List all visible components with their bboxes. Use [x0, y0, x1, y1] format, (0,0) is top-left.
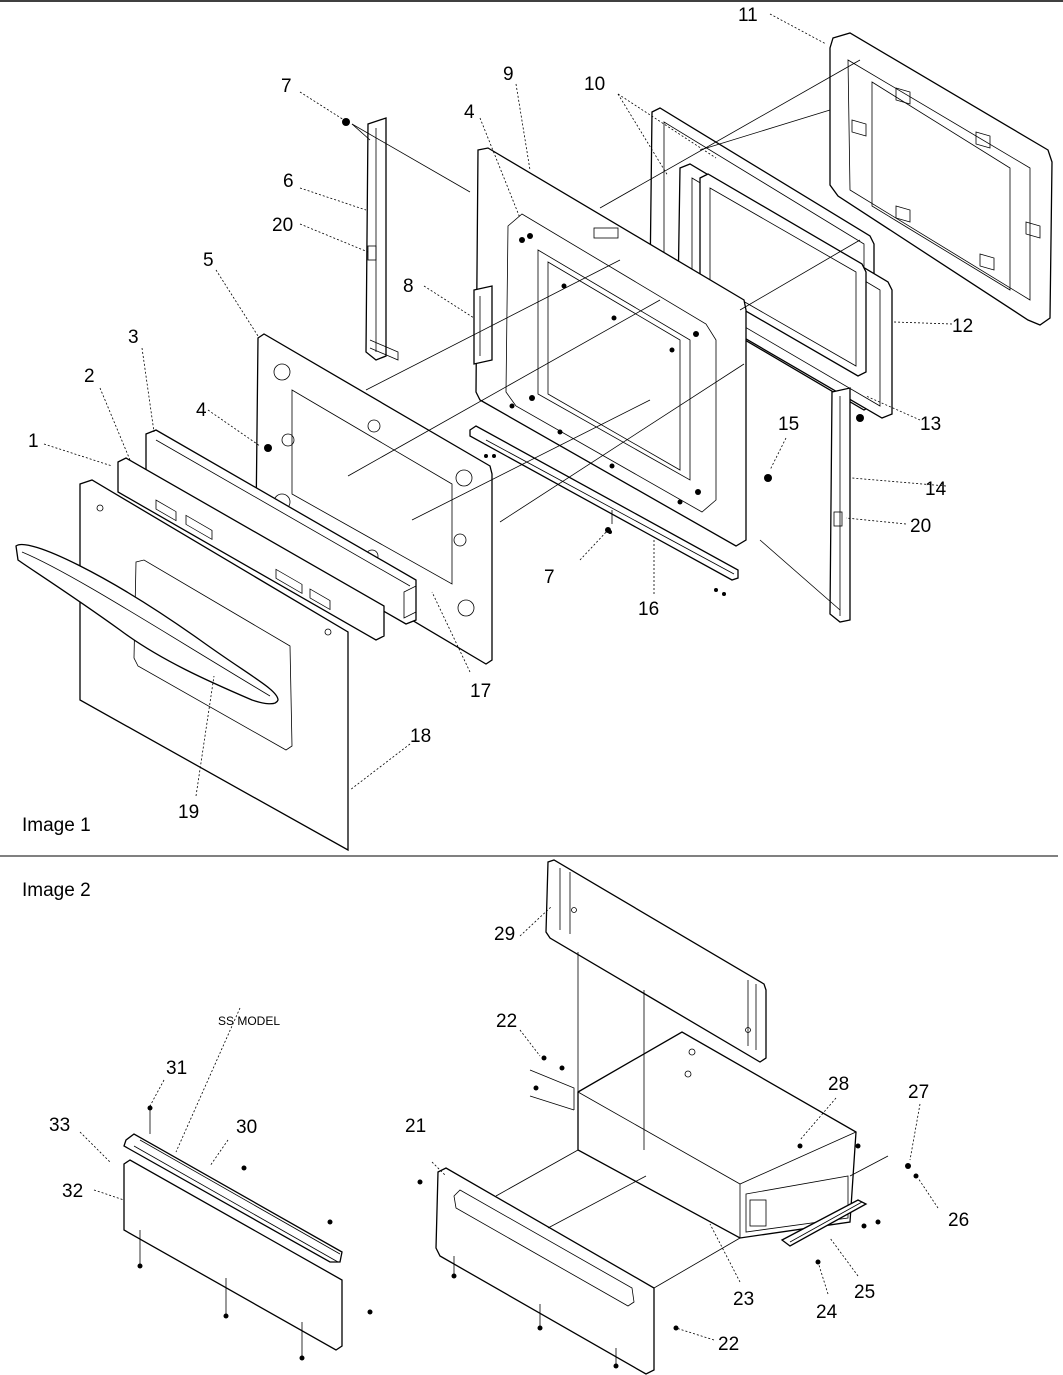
image2-title: Image 2 [22, 880, 91, 901]
callout-6: 6 [283, 171, 294, 192]
image2-leaders [79, 905, 939, 1341]
callout-31: 31 [166, 1058, 187, 1079]
image2-callouts: Image 2 SS MODEL 21 22 22 23 24 25 26 27… [22, 880, 969, 1355]
part-2-vent-trim [117, 457, 385, 641]
callout-9: 9 [503, 64, 514, 85]
part-29-back-panel [545, 859, 767, 1063]
callout-20a: 20 [272, 215, 293, 236]
part-14-right-channel [829, 387, 851, 623]
callout-24: 24 [816, 1302, 838, 1323]
callout-25: 25 [854, 1282, 875, 1303]
callout-30: 30 [236, 1117, 257, 1138]
callout-32: 32 [62, 1181, 83, 1202]
callout-15: 15 [778, 414, 799, 435]
part-23-drawer-box [577, 1031, 857, 1239]
callout-26: 26 [948, 1210, 969, 1231]
part-8-hinge [473, 285, 493, 365]
ss-model-label: SS MODEL [218, 1014, 280, 1028]
callout-8: 8 [403, 276, 414, 297]
callout-11: 11 [738, 5, 758, 26]
part-30-top-rail [123, 1133, 343, 1263]
callout-28: 28 [828, 1074, 849, 1095]
callout-4b: 4 [196, 400, 207, 421]
part-1-handle [15, 543, 279, 705]
image2-drawing [123, 859, 919, 1375]
part-9-inner-panel [475, 147, 747, 547]
callout-2: 2 [84, 366, 95, 387]
callout-12: 12 [952, 316, 973, 337]
callout-23: 23 [733, 1289, 754, 1310]
callout-10: 10 [584, 74, 605, 95]
part-32-ss-trim [123, 1159, 343, 1351]
part-6-left-channel [365, 117, 399, 361]
callout-13: 13 [920, 414, 941, 435]
callout-29: 29 [494, 924, 515, 945]
callout-3: 3 [128, 327, 139, 348]
callout-22b: 22 [718, 1334, 739, 1355]
image1-drawing [15, 32, 1053, 852]
part-25-slide [780, 1199, 868, 1247]
callout-19: 19 [178, 802, 199, 823]
callout-16: 16 [638, 599, 659, 620]
part-16-bottom-channel [469, 425, 739, 596]
callout-5: 5 [203, 250, 214, 271]
part-11-rear-frame [829, 32, 1053, 326]
callout-7b: 7 [544, 567, 555, 588]
callout-18: 18 [410, 726, 431, 747]
image1-title: Image 1 [22, 815, 91, 836]
callout-27: 27 [908, 1082, 929, 1103]
image1-leaders [43, 13, 953, 797]
callout-4a: 4 [464, 102, 475, 123]
image1-callouts: 1 2 3 4 4 5 6 7 7 8 9 10 11 12 13 14 15 … [22, 5, 973, 836]
callout-21: 21 [405, 1116, 426, 1137]
callout-7a: 7 [281, 76, 292, 97]
callout-20b: 20 [910, 516, 931, 537]
part-21-drawer-front [435, 1167, 655, 1375]
callout-17: 17 [470, 681, 491, 702]
callout-14: 14 [925, 479, 947, 500]
callout-22a: 22 [496, 1011, 517, 1032]
callout-33: 33 [49, 1115, 70, 1136]
callout-1: 1 [28, 431, 39, 452]
